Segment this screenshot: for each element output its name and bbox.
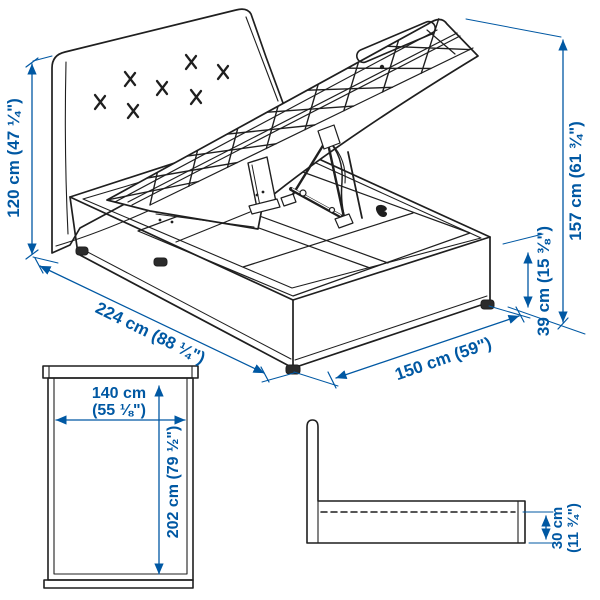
dim-sideview-height-cm-label: 30 cm [549,507,566,550]
frame-pin [379,64,385,70]
dim-topview-width-cm-label: 140 cm [92,385,146,402]
dimension-lines [27,39,568,575]
dim-topview-length-label: 202 cm (79 ½") [165,426,182,539]
dim-topview-width-in-label: (55 ⅛") [92,402,146,419]
lift-mechanism-drawing [175,124,363,243]
dim-sideview-height-in-label: (11 ¾") [565,503,582,553]
dim-headboard-height-label: 120 cm (47 ¼") [4,98,23,218]
tufting-x-marks [93,53,230,120]
frame-handle [356,20,436,64]
dim-open-height-label: 157 cm (61 ¾") [566,121,585,241]
floor-strap-mark [375,204,388,218]
bed-feet [75,246,495,375]
dim-base-height-label: 39 cm (15 ⅜") [534,226,553,336]
lifted-slat-frame-drawing [106,18,479,230]
extension-lines [32,18,586,544]
side-view-drawing [306,419,526,544]
dim-length-label: 224 cm (88 ¼") [93,298,209,367]
